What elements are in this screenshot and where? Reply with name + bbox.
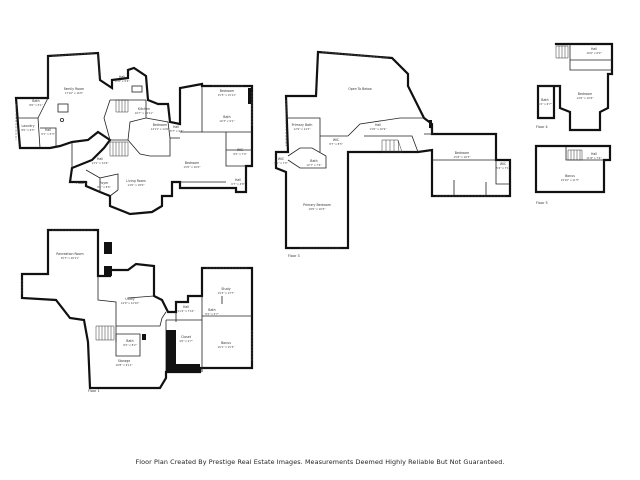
room-label: Hall (97, 157, 103, 161)
room-label: Bath (208, 308, 215, 312)
floor-label: Floor 5 (536, 201, 548, 205)
room-label: Hall (119, 75, 125, 79)
disclaimer-footer: Floor Plan Created By Prestige Real Esta… (135, 458, 505, 466)
room-dimensions: 15'8" x 16'5" (454, 155, 471, 159)
room-dimensions: 8'2" x 8'2" (123, 343, 137, 347)
floor-label: Floor 4 (536, 125, 548, 129)
room-label: Bedroom (220, 89, 234, 93)
room-label: Study (221, 287, 230, 291)
room-label: Storage (118, 359, 131, 363)
room-dimensions: 14'0" x 12'10" (121, 301, 140, 305)
room-label: Hall (235, 178, 241, 182)
room-label: Open To Below (348, 87, 372, 91)
room-dimensions: 10'6" x 8'0" (586, 51, 601, 55)
room-label: Family Room (64, 87, 84, 91)
room-dimensions: 18'7" x 9'4" (168, 129, 183, 133)
room-dimensions: 16'7" x 14'11" (135, 111, 154, 115)
floor-label: Floor 2 (76, 181, 88, 185)
room-dimensions: 17'10" x 16'0" (65, 91, 84, 95)
room-label: Bedroom (153, 123, 167, 127)
room-label: Hall (375, 123, 381, 127)
room-dimensions: 8'7" x 8'5" (329, 142, 343, 146)
room-label: Bonus (565, 174, 575, 178)
upper-floor-plan: Open To Below Primary Bath 12'9" x 14'2"… (274, 50, 512, 258)
room-dimensions: 35'3" x 26'11" (61, 256, 80, 260)
room-label: Primary Bedroom (303, 203, 331, 207)
room-label: Bath (126, 339, 133, 343)
room-label: Foyer (100, 181, 110, 185)
room-dimensions: 5'2" x 6'7" (538, 102, 552, 106)
room-label: Bath (541, 98, 548, 102)
room-dimensions: 5'4" x 7'1" (496, 166, 510, 170)
room-dimensions: 8'0" x 6'5" (21, 128, 35, 132)
room-dimensions: 8'1" x 7'0" (274, 161, 288, 165)
upper-floor-walls (274, 50, 512, 250)
room-label: Hall (173, 125, 179, 129)
basement-floor-plan: Recreation Room 35'3" x 26'11" Bath 8'2"… (20, 228, 254, 393)
room-label: Bonus (221, 341, 231, 345)
room-dimensions: 8'2" x 7'0" (233, 152, 247, 156)
attic-floor-plan: Hall 11'8" x 7'4" Bonus 19'10" x 11'5" F… (534, 144, 612, 205)
room-dimensions: 19'3" x 13'7" (218, 291, 235, 295)
room-dimensions: 15'6" x 9'4" (114, 79, 129, 83)
room-dimensions: 14'11" x 14'6" (151, 127, 170, 131)
room-dimensions: 14'6" x 10'6" (577, 96, 594, 100)
top-floor-plan: Hall 10'6" x 8'0" Bath 5'2" x 6'7" Bedro… (536, 42, 614, 132)
room-dimensions: 8'6" x 5'1" (29, 103, 43, 107)
room-dimensions: 8'2" x 5'7" (205, 312, 219, 316)
room-dimensions: 12'9" x 14'2" (294, 127, 311, 131)
room-dimensions: 14'0" x 18'0" (128, 183, 145, 187)
room-label: Recreation Room (56, 252, 83, 256)
attic-floor-walls (534, 144, 612, 194)
room-dimensions: 13'6" x 10'9" (370, 127, 387, 131)
room-dimensions: 16'8" x 9'11" (116, 363, 133, 367)
room-dimensions: 11'4" x 7'10" (178, 309, 195, 313)
room-dimensions: 8'1" x 5'3" (41, 132, 55, 136)
room-dimensions: 18'0" x 16'5" (309, 207, 326, 211)
room-dimensions: 12'7" x 7'4" (306, 163, 321, 167)
room-label: WIC (278, 157, 285, 161)
room-label: Bath (310, 159, 317, 163)
room-label: Bedroom (185, 161, 199, 165)
room-label: Utility (125, 297, 134, 301)
room-label: Hall (591, 47, 597, 51)
room-dimensions: 16'1" x 15'3" (218, 345, 235, 349)
main-floor-plan: Family Room 17'10" x 16'0" Hall 15'6" x … (14, 51, 254, 216)
room-label: Bath (32, 99, 39, 103)
room-label: WIC (500, 162, 507, 166)
room-label: Closet (181, 335, 192, 339)
room-label: Hall (183, 305, 189, 309)
room-label: Bath (223, 115, 230, 119)
main-floor-walls (14, 51, 254, 216)
room-dimensions: 4'0" x 2'7" (179, 339, 193, 343)
room-dimensions: 15'0" x 16'0" (184, 165, 201, 169)
room-dimensions: 15'5" x 15'11" (218, 93, 237, 97)
room-label: Bedroom (578, 92, 592, 96)
floor-label: Floor 1 (88, 389, 100, 393)
room-label: Bedroom (455, 151, 469, 155)
room-dimensions: 8'1" x 8'6" (97, 185, 111, 189)
room-dimensions: 10'3" x 9'1" (219, 119, 234, 123)
room-dimensions: 11'8" x 7'4" (586, 156, 601, 160)
room-label: WIC (237, 148, 244, 152)
room-label: Living Room (126, 179, 146, 183)
basement-floor-walls (20, 228, 254, 390)
room-dimensions: 6'7" x 4'8" (231, 182, 245, 186)
room-label: Primary Bath (292, 123, 313, 127)
top-floor-walls (536, 42, 614, 132)
room-label: Kitchen (138, 107, 150, 111)
room-label: Laundry (22, 124, 35, 128)
room-dimensions: 19'10" x 11'5" (561, 178, 580, 182)
room-label: Hall (45, 128, 51, 132)
floor-label: Floor 3 (288, 254, 300, 258)
room-label: WIC (333, 138, 340, 142)
room-dimensions: 13'1" x 14'6" (92, 161, 109, 165)
room-label: Hall (591, 152, 597, 156)
